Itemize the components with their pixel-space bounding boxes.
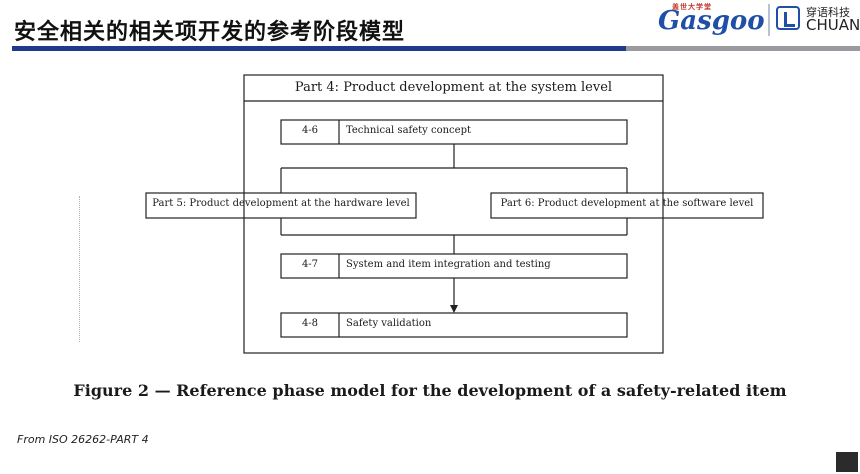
- arrow-head: [450, 305, 458, 313]
- gasgoo-logo-wordmark: Gasgoo: [658, 6, 765, 36]
- gasgoo-logo-top-text: 盖世大学堂: [672, 3, 712, 11]
- title-underline-bar-gray: [626, 46, 860, 51]
- part5-label: Part 5: Product development at the hardw…: [152, 198, 410, 209]
- dotted-edge: [79, 196, 81, 342]
- slide-title: 安全相关的相关项开发的参考阶段模型: [14, 20, 406, 45]
- title-underline-bar: [12, 46, 626, 51]
- outer-header-label: Part 4: Product development at the syste…: [294, 80, 613, 95]
- chuan-logo-icon: [776, 6, 800, 30]
- phase-4-8-number: 4-8: [301, 318, 319, 329]
- phase-4-6-number: 4-6: [301, 125, 319, 136]
- phase-4-7-number: 4-7: [301, 259, 319, 270]
- logo-divider: [768, 4, 770, 36]
- phase-4-8-label: Safety validation: [346, 318, 432, 329]
- presenter-thumbnail: [836, 452, 858, 472]
- part6-label: Part 6: Product development at the softw…: [500, 198, 754, 209]
- gasgoo-logo: 盖世大学堂 Gasgoo: [658, 2, 765, 42]
- outer-frame: [243, 74, 664, 354]
- figure-caption: Figure 2 — Reference phase model for the…: [73, 381, 787, 400]
- phase-4-6-label: Technical safety concept: [346, 125, 471, 136]
- chuan-logo-cn: 穿语科技: [806, 6, 850, 19]
- chuan-logo-en: CHUAN: [806, 16, 860, 34]
- source-note: From ISO 26262-PART 4: [17, 433, 149, 446]
- phase-4-7-label: System and item integration and testing: [346, 259, 551, 270]
